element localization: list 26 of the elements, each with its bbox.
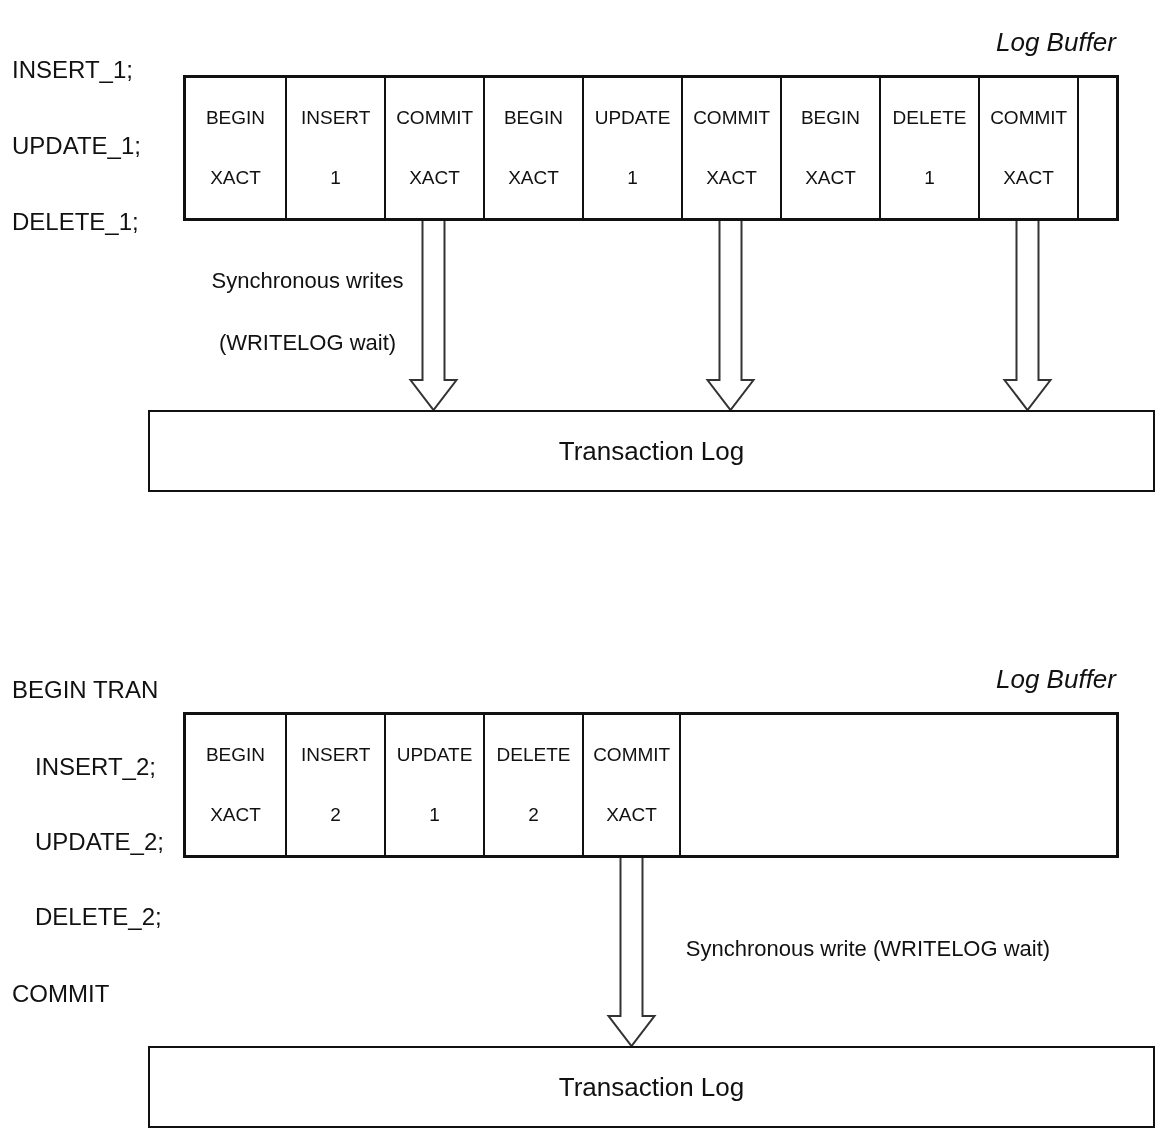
transaction-log-box: Transaction Log: [148, 410, 1155, 492]
sql-statement: INSERT_2;: [35, 753, 156, 781]
log-record-cell: DELETE 2: [483, 715, 582, 855]
sql-statement: COMMIT: [12, 980, 110, 1008]
log-record-cell: COMMIT XACT: [978, 78, 1077, 218]
log-buffer-title: Log Buffer: [996, 27, 1116, 58]
sql-statement: INSERT_1;: [12, 56, 133, 84]
log-record-cell: UPDATE 1: [582, 78, 681, 218]
log-record-cell: INSERT 1: [285, 78, 384, 218]
sql-statement: DELETE_2;: [35, 903, 162, 931]
log-record-cell: BEGIN XACT: [780, 78, 879, 218]
log-record-cell: UPDATE 1: [384, 715, 483, 855]
log-record-cell: COMMIT XACT: [582, 715, 681, 855]
log-record-cell: BEGIN XACT: [186, 715, 285, 855]
log-buffer-title: Log Buffer: [996, 664, 1116, 695]
log-record-cell: INSERT 2: [285, 715, 384, 855]
log-record-cell: BEGIN XACT: [483, 78, 582, 218]
sql-statement: UPDATE_1;: [12, 132, 141, 160]
sql-statement: UPDATE_2;: [35, 828, 164, 856]
log-record-cell: COMMIT XACT: [384, 78, 483, 218]
log-record-cell: DELETE 1: [879, 78, 978, 218]
log-record-cell: COMMIT XACT: [681, 78, 780, 218]
sql-statement: DELETE_1;: [12, 208, 139, 236]
transaction-log-box: Transaction Log: [148, 1046, 1155, 1128]
log-record-cell: BEGIN XACT: [186, 78, 285, 218]
sql-statement: BEGIN TRAN: [12, 676, 159, 704]
